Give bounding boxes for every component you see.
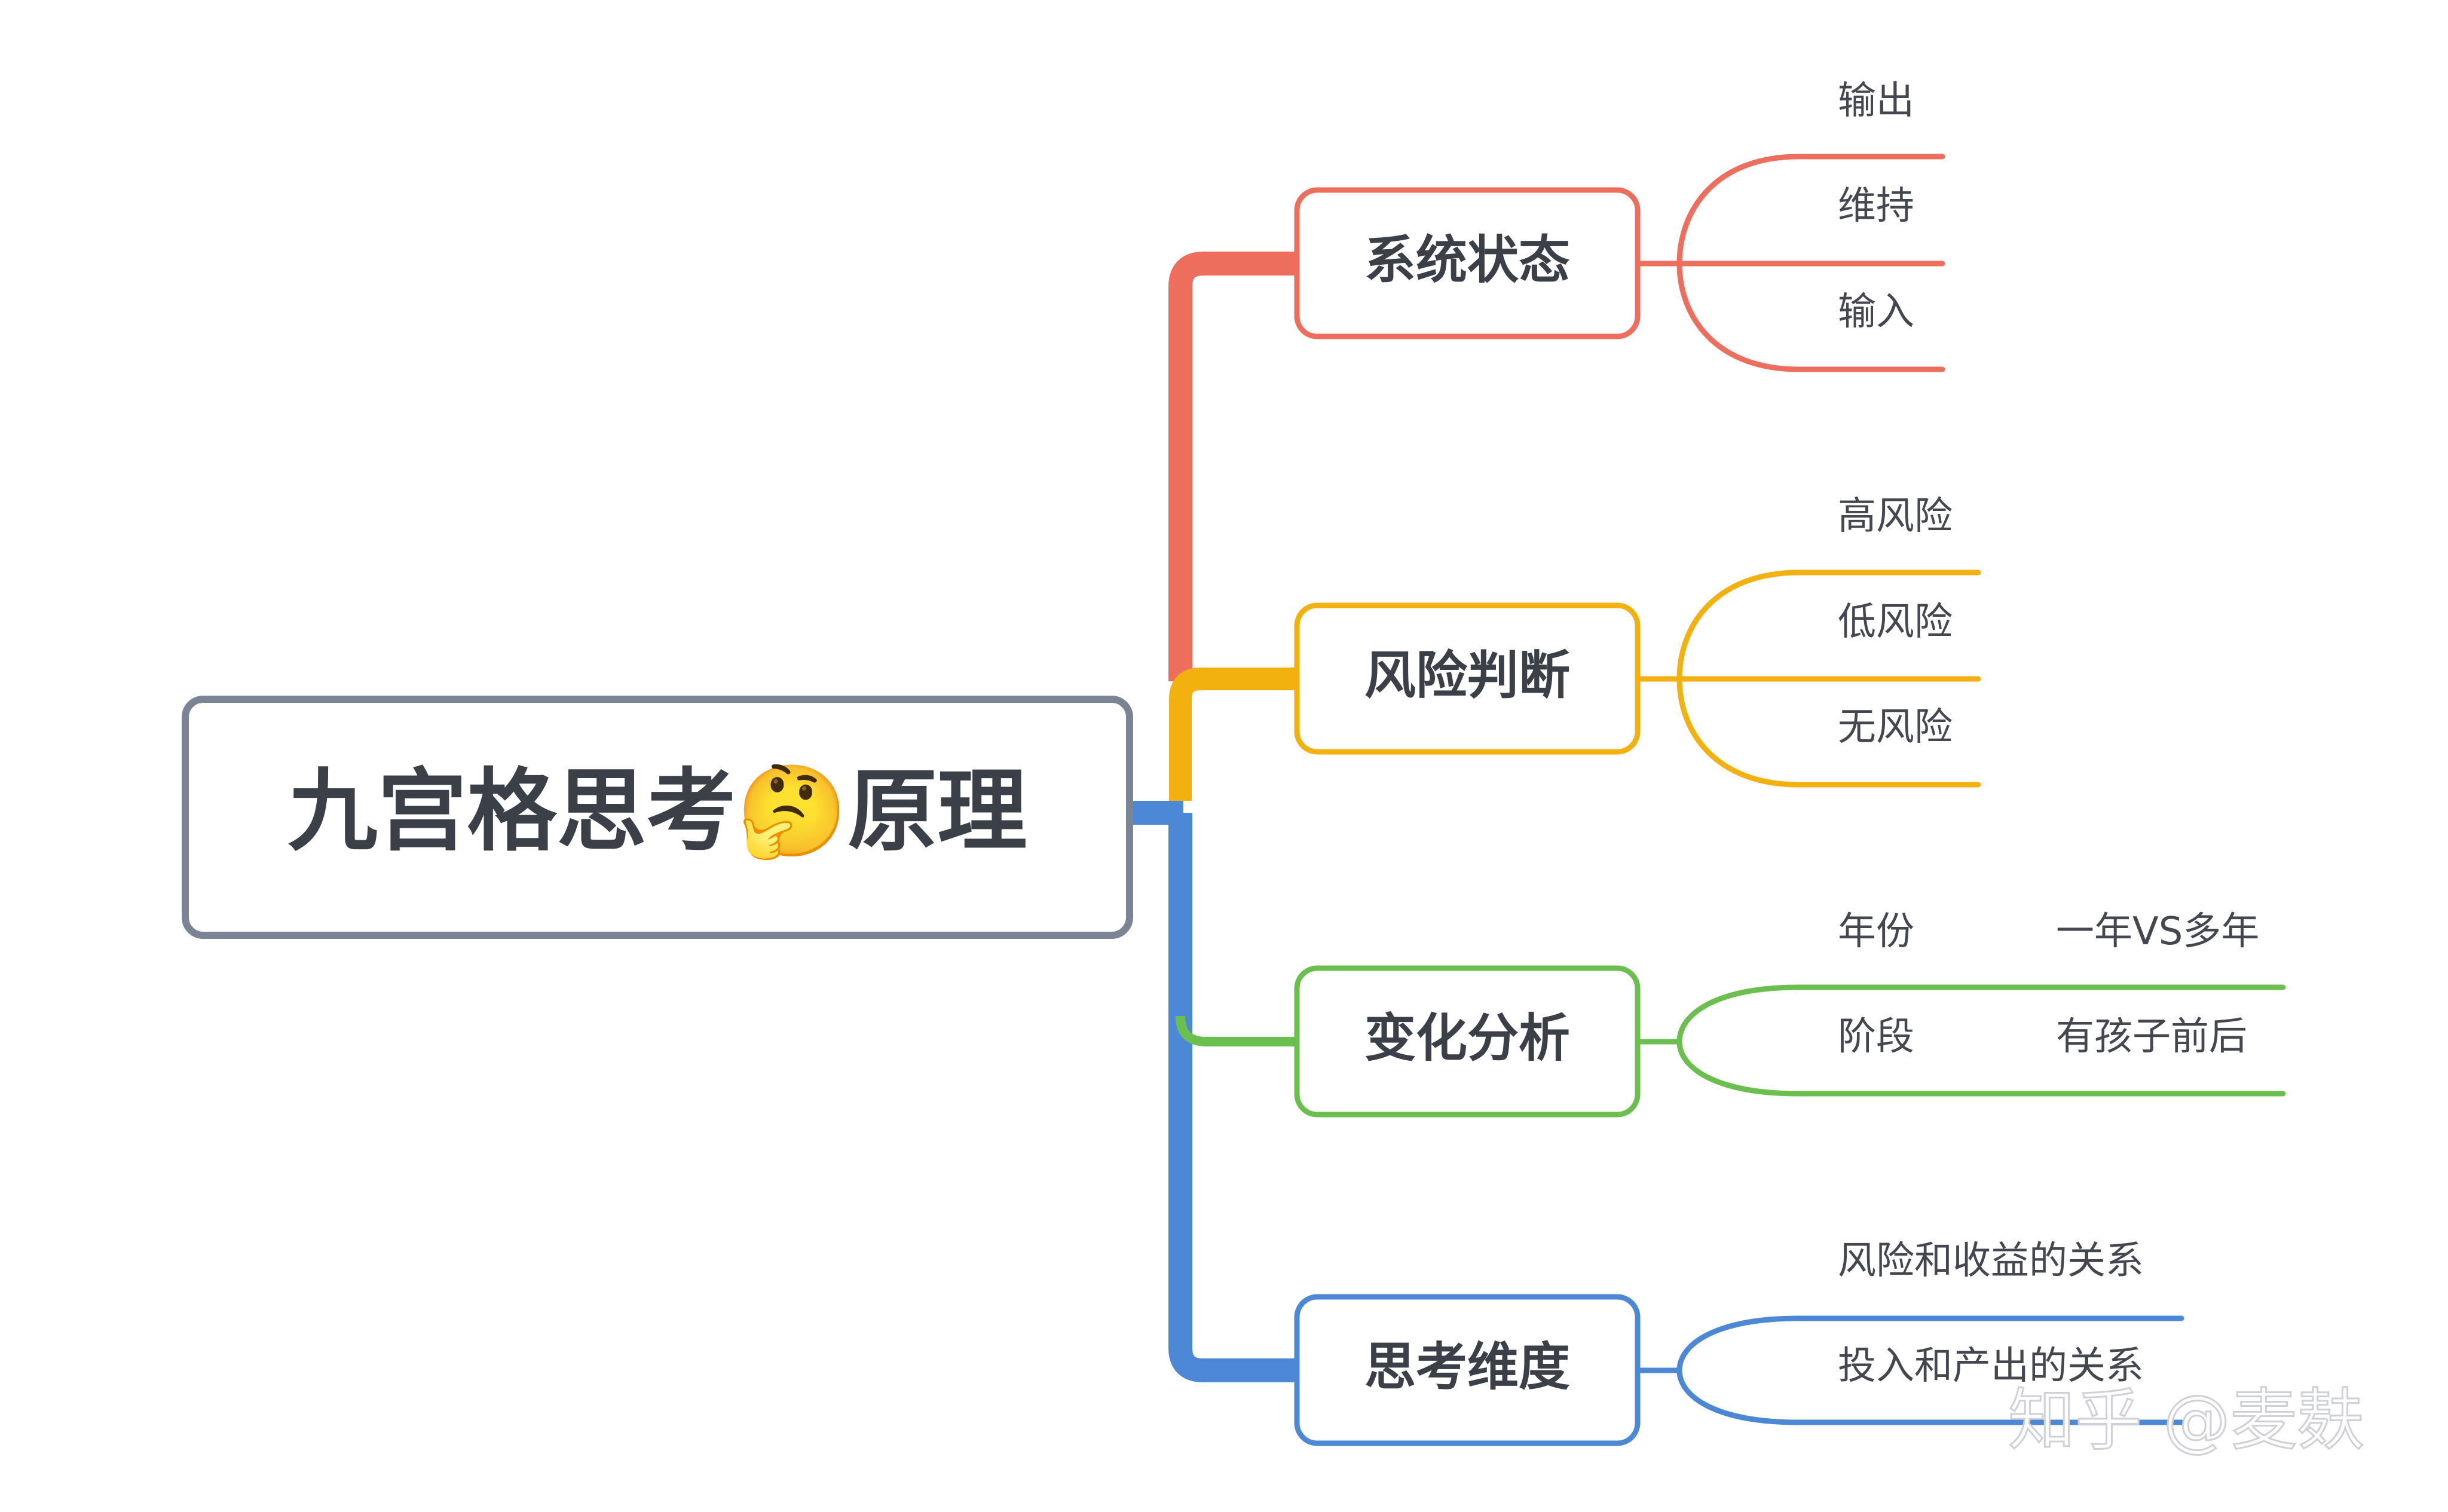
branch-node-change-analysis[interactable]: 变化分析	[1294, 965, 1641, 1118]
leaf-label[interactable]: 投入和产出的关系	[1838, 1344, 2144, 1388]
branch-label: 系统状态	[1364, 230, 1570, 290]
leaf-label[interactable]: 无风险	[1838, 705, 1953, 749]
leaf-label[interactable]: 高风险	[1838, 494, 1953, 538]
leaf-connector	[1676, 1039, 2286, 1097]
branch-box	[1294, 602, 1641, 755]
leaves-change-analysis: 年份 一年VS多年 阶段 有孩子前后	[1838, 910, 2259, 1059]
leaf-sub-label[interactable]: 有孩子前后	[2056, 1015, 2247, 1059]
leaf-connector	[1676, 676, 1981, 788]
leaf-sub-label[interactable]: 一年VS多年	[2056, 910, 2259, 954]
thinking-face-icon: 🤔	[736, 760, 848, 864]
leaf-connector	[1676, 1315, 2184, 1373]
leaf-connector	[1676, 261, 1945, 372]
branch-node-system-state[interactable]: 系统状态	[1294, 187, 1641, 339]
branch-node-risk-judgment[interactable]: 风险判断	[1294, 602, 1641, 755]
leaf-connector	[1676, 1367, 2184, 1425]
leaf-label[interactable]: 风险和收益的关系	[1838, 1239, 2144, 1283]
trunk-connector	[1176, 1015, 1297, 1046]
branch-label: 变化分析	[1364, 1008, 1570, 1068]
leaf-label[interactable]: 阶段	[1838, 1015, 1914, 1059]
branch-box	[1294, 1294, 1641, 1446]
branch-box	[1294, 965, 1641, 1118]
leaves-thinking-dimension: 风险和收益的关系 投入和产出的关系	[1838, 1239, 2144, 1388]
trunk-connector	[1168, 813, 1297, 1382]
leaf-label[interactable]: 低风险	[1838, 600, 1953, 644]
root-title-text: 九宫格思考	[288, 760, 736, 864]
branch-label: 风险判断	[1364, 645, 1570, 705]
branch-node-thinking-dimension[interactable]: 思考维度	[1294, 1294, 1641, 1446]
root-node-box	[182, 696, 1133, 939]
leaves-risk-judgment: 高风险 低风险 无风险	[1838, 494, 1953, 749]
watermark: 知乎 @麦麸	[2008, 1382, 2364, 1459]
leaf-label[interactable]: 输出	[1838, 79, 1914, 123]
leaf-label[interactable]: 年份	[1838, 910, 1914, 954]
connectors	[1130, 252, 1297, 1382]
root-title: 九宫格思考🤔原理	[288, 760, 1027, 864]
leaf-connector	[1676, 984, 2286, 1045]
leaf-lines	[1638, 154, 2286, 1425]
branch-label: 思考维度	[1364, 1337, 1570, 1397]
leaf-connector	[1676, 154, 1945, 267]
trunk-connector	[1168, 252, 1297, 681]
root-node[interactable]: 九宫格思考🤔原理	[182, 696, 1133, 939]
leaves-system-state: 输出 维持 输入	[1838, 79, 1914, 334]
leaf-connector	[1676, 570, 1981, 682]
root-title-suffix: 原理	[847, 760, 1027, 864]
branch-box	[1294, 187, 1641, 339]
leaf-label[interactable]: 维持	[1838, 184, 1914, 228]
trunk-connector	[1169, 668, 1297, 801]
root-connector-stub	[1130, 801, 1183, 825]
leaf-label[interactable]: 输入	[1838, 290, 1914, 334]
